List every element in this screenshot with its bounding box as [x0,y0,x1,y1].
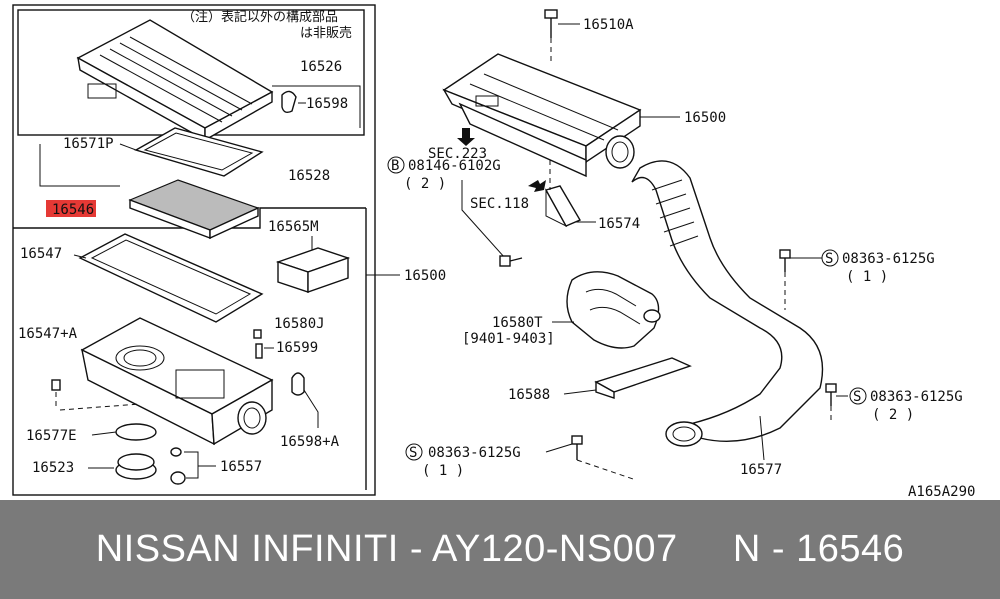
bracket-16588 [594,357,692,399]
screw-s3 [571,435,583,460]
part-label-16580j: 16580J [274,316,325,332]
screw-s1 [779,249,791,272]
mount-16557 [170,447,186,485]
part-label-screw-s3: 08363-6125G [428,445,521,461]
part-label-screw-s2: 08363-6125G [870,389,963,405]
part-label-16547: 16547 [20,246,62,262]
bracket-16574 [544,185,582,228]
part-label-16546: 16546 [52,202,94,218]
symbol-s1-circle [821,249,839,267]
part-label-16598: 16598 [306,96,348,112]
part-label-16574: 16574 [598,216,640,232]
symbol-b: B [391,158,399,174]
footer-banner: NISSAN INFINITI - AY120-NS007 N - 16546 [0,500,1000,599]
part-label-16547a: 16547+A [18,326,78,342]
part-label-screw-s1: 08363-6125G [842,251,935,267]
part-label-16577: 16577 [740,462,782,478]
note-text-2: は非販売 [300,25,352,41]
symbol-s3: S [409,445,417,461]
arrow-sec118 [528,180,546,192]
part-label-16500-left: 16500 [404,268,446,284]
filter-element-16546 [128,179,260,240]
gasket-16571p [134,127,264,177]
clip-16547a [51,379,61,391]
symbol-s2-circle [849,387,867,405]
part-label-16510a: 16510A [583,17,634,33]
exploded-parts-diagram: （注）表記以外の構成部品 は非販売 16526 16598 16571P 165… [12,4,975,500]
air-cleaner-assembly [442,53,642,178]
clip-16598 [281,90,297,114]
part-label-16557: 16557 [220,459,262,475]
resonator-16580t [566,271,661,349]
arrow-sec223 [457,128,475,146]
part-label-16577e: 16577E [26,428,77,444]
drawing-code: A165A290 [908,484,975,500]
ring-16523 [115,453,157,480]
label-sec223: SEC.223 [428,146,487,162]
clip-16598a [291,372,305,396]
symbol-b-circle [387,156,405,174]
part-label-16580t-range: [9401-9403] [462,331,555,347]
clamp-16577e [115,423,157,441]
bolt-16510a [544,9,558,38]
seal-16547 [78,233,264,323]
pin-16599 [255,343,263,359]
part-label-16598a: 16598+A [280,434,340,450]
qty-bolt-08146: ( 2 ) [404,176,446,192]
air-cleaner-lower-case [80,317,274,446]
symbol-s3-circle [405,443,423,461]
qty-screw-s2: ( 2 ) [872,407,914,423]
symbol-s2: S [853,389,861,405]
screw-s2 [825,383,837,406]
part-label-16580t: 16580T [492,315,543,331]
qty-screw-s3: ( 1 ) [422,463,464,479]
label-sec118: SEC.118 [470,196,529,212]
part-label-16588: 16588 [508,387,550,403]
qty-screw-s1: ( 1 ) [846,269,888,285]
bolt-08146 [499,255,523,267]
air-cleaner-cover [76,19,274,142]
part-label-bolt-08146: 08146-6102G [408,158,501,174]
symbol-s1: S [825,251,833,267]
left-panel-frame [12,4,376,496]
part-label-16599: 16599 [276,340,318,356]
part-label-16565m: 16565M [268,219,319,235]
lower-case-box [13,207,366,229]
highlight-16546 [46,200,96,217]
footer-part-title: NISSAN INFINITI - AY120-NS007 N - 16546 [95,528,905,570]
grommet-16580j [253,329,262,339]
part-label-16571p: 16571P [63,136,114,152]
part-label-16526: 16526 [300,59,342,75]
part-label-16528: 16528 [288,168,330,184]
insulator-16565m [275,247,351,293]
intake-duct-16577 [631,160,824,447]
part-label-16523: 16523 [32,460,74,476]
part-label-16500-right: 16500 [684,110,726,126]
note-text: （注）表記以外の構成部品 [182,9,338,25]
